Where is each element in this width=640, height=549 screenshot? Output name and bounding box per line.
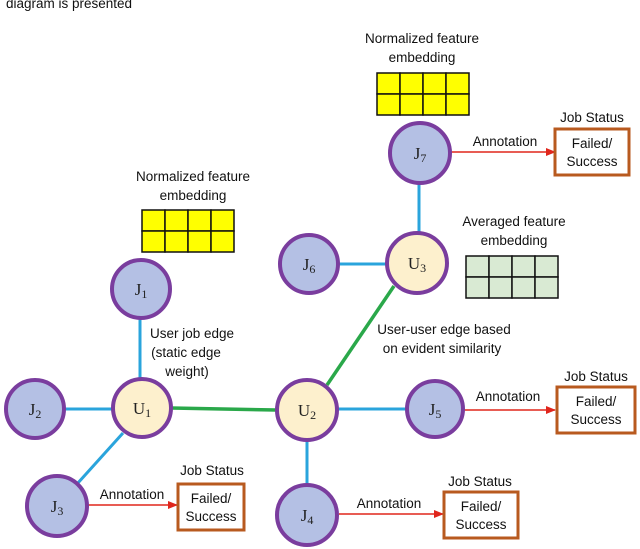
svg-text:J1: J1 <box>135 280 148 301</box>
norm-left-embedding-cell <box>187 209 212 232</box>
svg-text:J3: J3 <box>51 497 64 518</box>
job-status-j7: Failed/ Success <box>553 127 631 177</box>
annotation-label-j4: Annotation <box>357 496 422 511</box>
job-node-j4: J4 <box>275 483 339 547</box>
normalized-embedding-left <box>141 209 235 253</box>
job-node-j3: J3 <box>25 474 89 538</box>
norm-left-embedding-cell <box>141 230 166 253</box>
norm-top-label-line1: Normalized feature <box>365 31 479 46</box>
status-title-j4: Job Status <box>448 474 512 489</box>
edge-u2-u3 <box>325 285 396 386</box>
user-node-u2: U2 <box>275 378 339 442</box>
norm-left-label-line1: Normalized feature <box>136 169 250 184</box>
norm-top-embedding-cell <box>422 72 447 95</box>
avg-embedding-cell <box>511 276 536 299</box>
norm-left-label-line2: embedding <box>160 188 227 203</box>
status-line2-j4: Success <box>455 517 506 532</box>
norm-top-embedding-cell <box>422 93 447 116</box>
averaged-embedding <box>465 255 559 299</box>
job-node-j7: J7 <box>388 121 452 185</box>
avg-embedding-cell <box>488 255 513 278</box>
norm-top-embedding-cell <box>376 93 401 116</box>
avg-embedding-cell <box>465 255 490 278</box>
norm-top-embedding-cell <box>399 72 424 95</box>
annotation-label-j3: Annotation <box>100 487 165 502</box>
normalized-embedding-top <box>376 72 470 116</box>
svg-text:J5: J5 <box>429 400 442 421</box>
status-line2-j5: Success <box>570 412 621 427</box>
svg-text:J7: J7 <box>414 144 427 165</box>
status-line1-j4: Failed/ <box>461 499 502 514</box>
status-line2-j7: Success <box>566 154 617 169</box>
norm-top-embedding-cell <box>399 93 424 116</box>
user-job-edge-label-line3: weight) <box>164 364 209 379</box>
svg-text:J2: J2 <box>29 400 42 421</box>
status-title-j7: Job Status <box>560 110 624 125</box>
norm-top-embedding-cell <box>376 72 401 95</box>
svg-text:U2: U2 <box>298 401 316 422</box>
norm-left-embedding-cell <box>164 209 189 232</box>
norm-left-embedding-cell <box>210 209 235 232</box>
norm-top-embedding-cell <box>445 72 470 95</box>
avg-embedding-cell <box>511 255 536 278</box>
status-title-j3: Job Status <box>180 463 244 478</box>
status-line1-j7: Failed/ <box>572 136 613 151</box>
status-line2-j3: Success <box>185 509 236 524</box>
avg-embedding-cell <box>534 276 559 299</box>
avg-embedding-cell <box>465 276 490 299</box>
avg-embedding-cell <box>534 255 559 278</box>
avg-label-line1: Averaged feature <box>462 214 565 229</box>
job-status-j4: Failed/ Success <box>442 490 520 540</box>
job-node-j1: J1 <box>110 258 172 320</box>
edge-u1-j3 <box>75 431 125 486</box>
job-node-j5: J5 <box>405 379 465 439</box>
norm-top-embedding-cell <box>445 93 470 116</box>
edges <box>64 183 421 486</box>
job-node-j6: J6 <box>278 233 340 295</box>
svg-text:U3: U3 <box>408 254 426 275</box>
user-node-u1: U1 <box>111 377 173 439</box>
user-user-edge-label-line1: User-user edge based <box>377 322 511 337</box>
norm-left-embedding-cell <box>164 230 189 253</box>
user-node-u3: U3 <box>385 231 449 295</box>
norm-left-embedding-cell <box>210 230 235 253</box>
svg-text:J6: J6 <box>303 255 316 276</box>
svg-text:J4: J4 <box>301 506 314 527</box>
annotation-label-j5: Annotation <box>476 389 541 404</box>
edge-u1-u2 <box>170 406 277 412</box>
user-job-edge-label-line1: User job edge <box>150 326 234 341</box>
avg-embedding-cell <box>488 276 513 299</box>
annotation-arrows <box>88 148 556 518</box>
user-job-edge-label-line2: (static edge <box>151 345 221 360</box>
norm-top-label-line2: embedding <box>389 50 456 65</box>
status-line1-j3: Failed/ <box>191 491 232 506</box>
annotation-label-j7: Annotation <box>473 134 538 149</box>
job-node-j2: J2 <box>4 378 66 440</box>
user-user-edge-label-line2: on evident similarity <box>383 341 502 356</box>
top-cutoff-text: diagram is presented <box>6 0 132 11</box>
avg-label-line2: embedding <box>481 233 548 248</box>
status-line1-j5: Failed/ <box>576 394 617 409</box>
norm-left-embedding-cell <box>187 230 212 253</box>
job-status-j5: Failed/ Success <box>555 385 637 435</box>
status-title-j5: Job Status <box>564 369 628 384</box>
svg-text:U1: U1 <box>133 399 151 420</box>
norm-left-embedding-cell <box>141 209 166 232</box>
job-status-j3: Failed/ Success <box>176 482 246 532</box>
